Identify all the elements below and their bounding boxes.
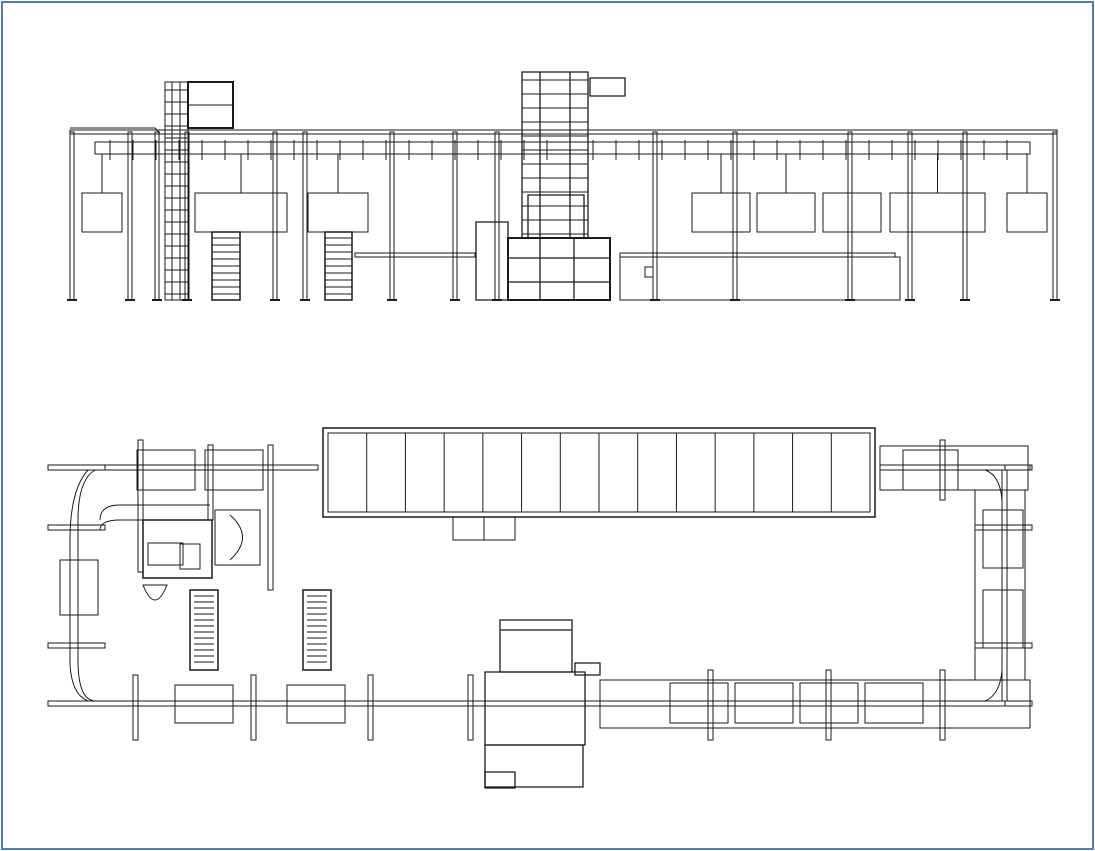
hanging-part xyxy=(757,193,815,232)
control-box xyxy=(645,267,653,277)
support-crossbar xyxy=(708,670,713,740)
elevation-view xyxy=(67,72,1060,300)
support-crossbar xyxy=(1005,465,1032,470)
transfer-unit xyxy=(485,620,600,788)
support-crossbar xyxy=(48,525,105,530)
hanging-part xyxy=(82,193,122,232)
bottom-conveyor xyxy=(600,680,1030,728)
support-post xyxy=(70,132,74,300)
part-on-rail xyxy=(983,590,1023,648)
support-crossbar xyxy=(826,670,831,740)
rail-bottom xyxy=(48,701,1030,706)
part-on-rail xyxy=(137,450,195,490)
support-crossbar xyxy=(208,445,213,520)
part-on-rail xyxy=(205,450,263,490)
hanging-part xyxy=(308,193,368,232)
rail-curve-right xyxy=(985,470,1002,701)
support-post xyxy=(128,132,132,300)
support-post xyxy=(495,132,499,300)
rail-branch xyxy=(100,505,210,530)
ladder-tower xyxy=(165,82,233,300)
support-crossbar xyxy=(133,675,138,740)
rail-loop-left xyxy=(70,470,95,701)
part-on-rail xyxy=(175,685,233,723)
support-post xyxy=(908,132,912,300)
stair-plan xyxy=(303,590,331,670)
support-post xyxy=(390,132,394,300)
part-on-rail xyxy=(735,683,793,723)
bench xyxy=(620,253,895,257)
cabinet xyxy=(620,257,900,300)
rail-right xyxy=(1002,470,1007,701)
part-on-rail xyxy=(800,683,858,723)
part-on-rail xyxy=(903,450,958,490)
stair-plan xyxy=(190,590,218,670)
support-crossbar xyxy=(1005,701,1032,706)
support-crossbar xyxy=(468,675,473,740)
support-crossbar xyxy=(48,643,105,648)
part-on-rail xyxy=(670,683,728,723)
support-crossbar xyxy=(975,525,1032,530)
support-crossbar xyxy=(940,440,945,500)
part-on-rail xyxy=(287,685,345,723)
bench xyxy=(355,253,475,257)
hanging-part xyxy=(692,193,750,232)
loading-machine xyxy=(143,510,260,600)
support-post xyxy=(653,132,657,300)
hanging-part xyxy=(890,193,985,232)
hanging-part xyxy=(1007,193,1047,232)
support-post xyxy=(963,132,967,300)
support-post xyxy=(733,132,737,300)
elevator-tower xyxy=(476,72,625,300)
support-post xyxy=(848,132,852,300)
support-post xyxy=(1053,132,1057,300)
part-on-rail xyxy=(865,683,923,723)
support-crossbar xyxy=(940,670,945,740)
plan-view xyxy=(48,428,1032,788)
support-crossbar xyxy=(48,465,105,470)
oven xyxy=(323,428,875,517)
support-crossbar xyxy=(251,675,256,740)
support-crossbar xyxy=(368,675,373,740)
support-crossbar xyxy=(138,440,143,572)
part-on-rail xyxy=(60,560,98,615)
conveyor-track xyxy=(95,142,1030,154)
rail-top-left xyxy=(48,465,318,470)
support-crossbar xyxy=(975,643,1032,648)
support-post xyxy=(303,132,307,300)
support-post xyxy=(273,132,277,300)
rail-end xyxy=(70,128,160,133)
part-on-rail xyxy=(983,510,1023,568)
support-crossbar xyxy=(268,445,273,590)
